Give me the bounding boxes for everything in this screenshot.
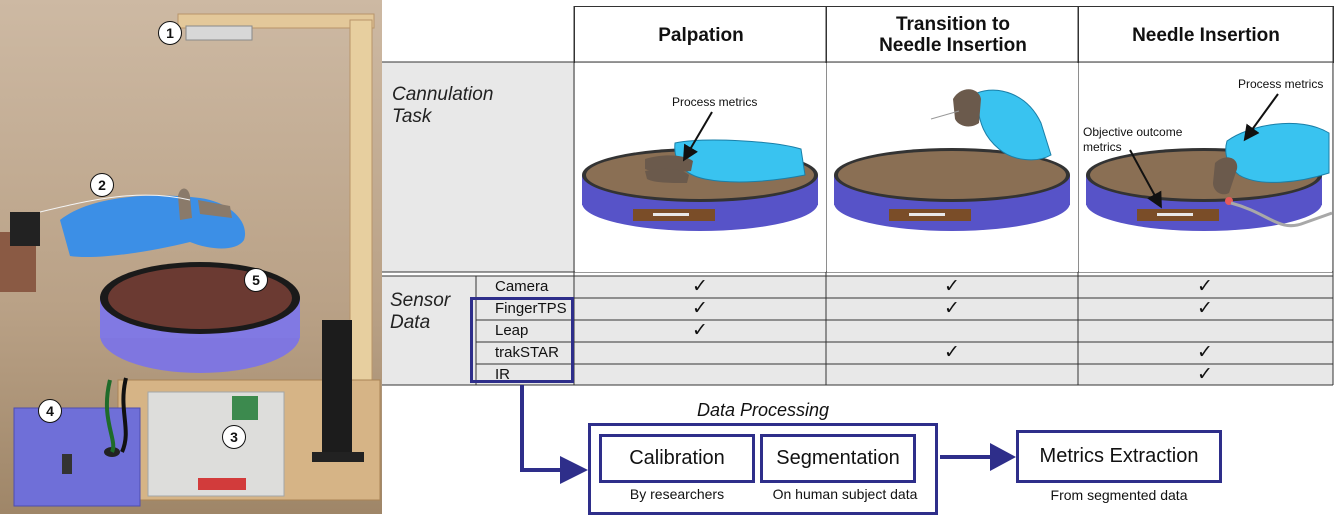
needle-insertion-illustration [1079, 63, 1333, 272]
metrics-extraction-box: Metrics Extraction [1016, 430, 1222, 483]
column-header-transition: Transition to Needle Insertion [826, 6, 1079, 63]
metrics-extraction-label: Metrics Extraction [1039, 445, 1199, 467]
segmentation-caption: On human subject data [772, 486, 918, 502]
calibration-label: Calibration [629, 447, 725, 469]
marker-4: 4 [38, 399, 62, 423]
apparatus-illustration [0, 0, 382, 514]
sensor-ir: IR [495, 366, 510, 383]
marker-1: 1 [158, 21, 182, 45]
sensor-row-label: Sensor Data [390, 290, 451, 333]
sensor-leap: Leap [495, 322, 529, 339]
segmentation-label: Segmentation [776, 447, 900, 469]
data-processing-title: Data Processing [696, 400, 830, 420]
objective-outcome-metrics-label: Objective outcome metrics [1083, 125, 1183, 154]
palpation-illustration [575, 63, 826, 272]
marker-3: 3 [222, 425, 246, 449]
sensor-highlight-box [470, 297, 574, 383]
segmentation-box: Segmentation [760, 434, 916, 483]
metrics-extraction-caption: From segmented data [1050, 487, 1188, 503]
task-row-label: Cannulation Task [392, 84, 494, 127]
sensor-trakstar: trakSTAR [495, 344, 559, 361]
sensor-camera: Camera [495, 278, 549, 295]
marker-5: 5 [244, 268, 268, 292]
marker-2: 2 [90, 173, 114, 197]
apparatus-photo: 1 2 3 4 5 [0, 0, 382, 514]
sensor-row-background [382, 276, 1333, 385]
transition-illustration [827, 63, 1078, 272]
calibration-caption: By researchers [629, 486, 725, 502]
palpation-process-metrics-label: Process metrics [672, 95, 758, 109]
needle-process-metrics-label: Process metrics [1238, 77, 1324, 91]
sensor-fingertps: FingerTPS [495, 300, 567, 317]
calibration-box: Calibration [599, 434, 755, 483]
